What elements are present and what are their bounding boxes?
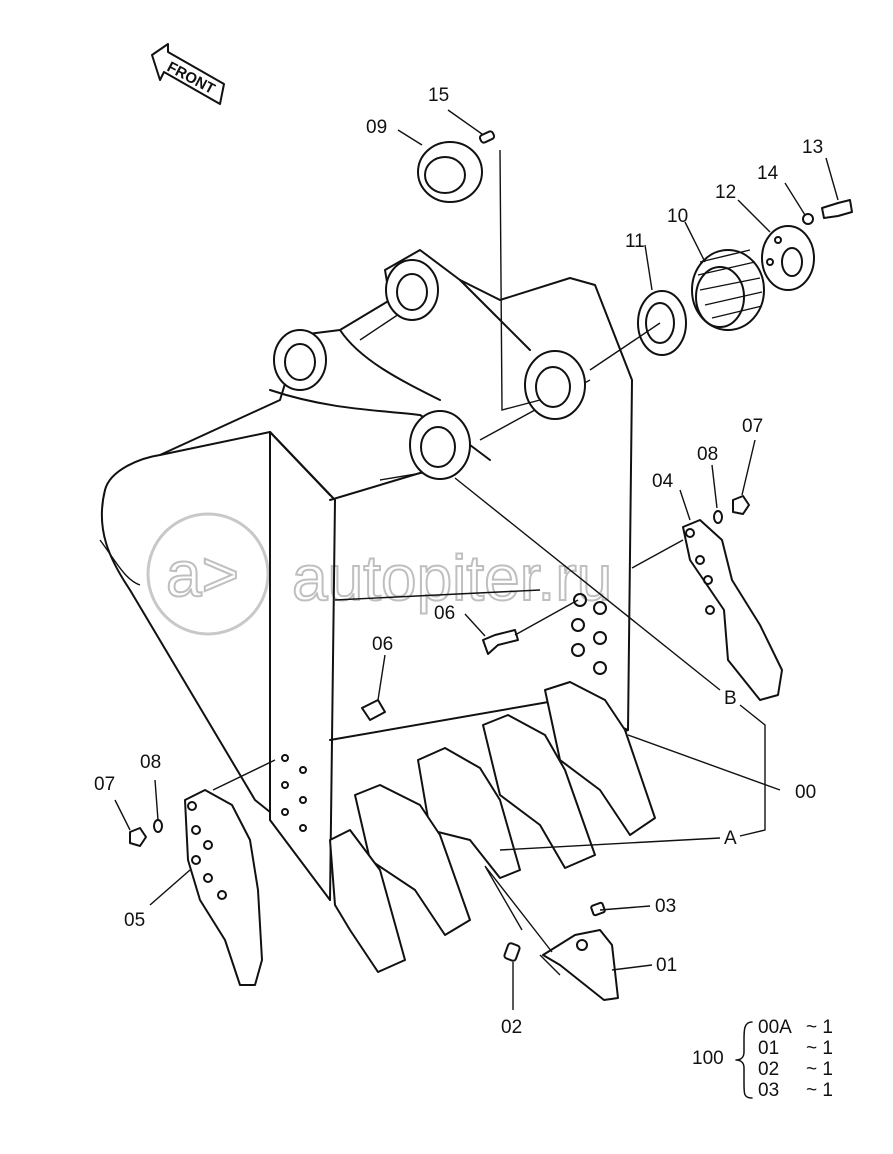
callout-03: 03 bbox=[655, 896, 676, 917]
bucket-teeth bbox=[329, 681, 656, 973]
boss-cap-09 bbox=[417, 141, 483, 203]
callout-14: 14 bbox=[757, 163, 779, 184]
callout-06-left: 06 bbox=[372, 634, 393, 655]
nut-07-left bbox=[129, 827, 147, 847]
kit-row-3-qty: ~ 1 bbox=[806, 1059, 833, 1080]
kit-row-4-qty: ~ 1 bbox=[806, 1080, 833, 1101]
leader-lines bbox=[114, 109, 839, 1010]
callout-11: 11 bbox=[625, 231, 645, 252]
kit-row-3-part: 02 bbox=[758, 1059, 779, 1080]
kit-number: 100 bbox=[692, 1048, 724, 1069]
nut-07-right bbox=[732, 495, 750, 515]
watermark: a> autopiter.ru bbox=[146, 512, 613, 636]
kit-row-4-part: 03 bbox=[758, 1080, 779, 1101]
washer-14 bbox=[802, 213, 814, 225]
callout-02: 02 bbox=[501, 1017, 522, 1038]
watermark-logo: a> bbox=[166, 538, 239, 610]
callout-A: A bbox=[724, 828, 737, 849]
side-cutter-04 bbox=[682, 519, 783, 701]
plate-12 bbox=[761, 225, 815, 291]
callout-05: 05 bbox=[124, 910, 145, 931]
washer-08-left bbox=[153, 819, 163, 833]
callout-15: 15 bbox=[428, 85, 449, 106]
callout-04: 04 bbox=[652, 471, 674, 492]
kit-row-1-qty: ~ 1 bbox=[806, 1017, 833, 1038]
kit-row-1-part: 00A bbox=[758, 1017, 792, 1038]
kit-row-2-part: 01 bbox=[758, 1038, 779, 1059]
callout-00: 00 bbox=[795, 782, 816, 803]
kit-table: 100 00A ~ 1 01 ~ 1 02 ~ 1 03 ~ 1 bbox=[692, 1017, 833, 1101]
side-cutter-05 bbox=[184, 789, 263, 986]
front-arrow-icon: FRONT bbox=[151, 43, 225, 105]
callout-09: 09 bbox=[366, 117, 387, 138]
bolt-06-mid bbox=[482, 629, 519, 655]
kit-row-2-qty: ~ 1 bbox=[806, 1038, 833, 1059]
pin-15 bbox=[478, 130, 496, 144]
bolt-13 bbox=[821, 199, 853, 219]
pin-02 bbox=[503, 942, 521, 962]
ring-11 bbox=[637, 290, 687, 356]
bolt-06-left bbox=[361, 699, 386, 721]
callout-labels: 15 09 13 14 12 10 11 07 08 04 06 06 B 00… bbox=[94, 85, 823, 1038]
bushing-10 bbox=[691, 249, 765, 331]
callout-06-mid: 06 bbox=[434, 603, 455, 624]
callout-08-left: 08 bbox=[140, 752, 161, 773]
tooth-01 bbox=[542, 929, 619, 1001]
callout-07-left: 07 bbox=[94, 774, 115, 795]
washer-08-right bbox=[713, 510, 723, 524]
lock-03 bbox=[590, 901, 606, 917]
callout-07-right: 07 bbox=[742, 416, 763, 437]
callout-01: 01 bbox=[656, 955, 677, 976]
callout-08-right: 08 bbox=[697, 444, 718, 465]
callout-13: 13 bbox=[802, 137, 823, 158]
watermark-text: autopiter.ru bbox=[292, 542, 612, 614]
callout-12: 12 bbox=[715, 182, 736, 203]
callout-B: B bbox=[724, 688, 737, 709]
callout-10: 10 bbox=[667, 206, 688, 227]
